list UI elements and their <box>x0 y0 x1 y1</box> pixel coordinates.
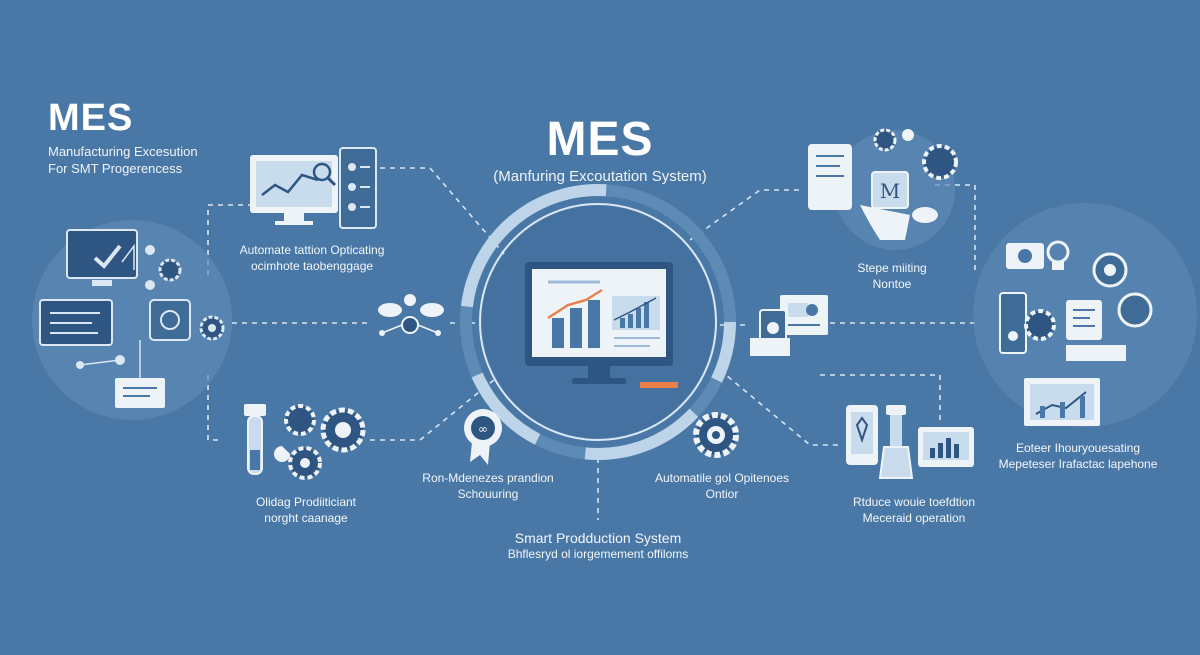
caption-bottom-center-right: Automatile gol Opitenoes Ontior <box>655 470 789 502</box>
connector-left-bottom <box>207 375 222 441</box>
caption-top-right-line1: Stepe miiting <box>857 261 927 275</box>
caption-bottom-left-line1: Olidag Prodiiticiant <box>255 495 357 509</box>
svg-text:M: M <box>880 179 900 203</box>
caption-top-left: Automate tattion Opticating ocimhote tao… <box>240 242 385 274</box>
cloud-network-icon <box>378 294 444 336</box>
caption-bottom-center-right-line1: Automatile gol Opitenoes <box>654 471 790 485</box>
caption-far-right-line2: Mepeteser Irafactac lapehone <box>998 457 1158 471</box>
brand-subtitle: Manufacturing Excesution For SMT Progere… <box>48 143 198 177</box>
top-right-node: M <box>808 128 958 250</box>
connector-topleft-center <box>380 167 506 256</box>
center-subtitle: (Manfuring Excoutation System) <box>493 168 707 185</box>
far-right-cluster <box>973 203 1197 427</box>
caption-far-right-line1: Eoteer Ihouryouesating <box>1015 441 1141 455</box>
caption-top-right-line2: Nontoe <box>872 277 912 291</box>
caption-top-right: Stepe miiting Nontoe <box>857 260 926 292</box>
connector-right-bottomright <box>820 374 941 420</box>
caption-bottom-center-left: Ron-Mdenezes prandion Schouuring <box>422 470 553 502</box>
caption-bottom-center-line2: Bhflesryd ol iorgemement offiloms <box>507 547 689 561</box>
caption-bottom-right-line2: Meceraid operation <box>862 511 966 525</box>
bottom-right-node <box>846 405 974 479</box>
caption-bottom-center: Smart Prodduction System Bhflesryd ol io… <box>508 530 689 562</box>
bottom-left-node <box>244 404 366 480</box>
connector-center-topright <box>689 189 800 241</box>
gear-icon <box>693 412 739 458</box>
caption-bottom-right-line1: Rtduce wouie toefdtion <box>852 495 976 509</box>
connector-bottomleft-center <box>370 374 501 441</box>
medal-icon: ∞ <box>464 409 502 465</box>
caption-top-left-line2: ocimhote taobenggage <box>250 259 374 273</box>
center-title: MES <box>546 113 654 166</box>
left-cluster <box>32 220 232 420</box>
caption-top-left-line1: Automate tattion Opticating <box>239 243 385 257</box>
caption-bottom-center-right-line2: Ontior <box>705 487 739 501</box>
connector-left-top <box>207 204 250 275</box>
center-ring <box>460 184 736 460</box>
brand-subtitle-line1: Manufacturing Excesution <box>48 144 198 159</box>
svg-text:∞: ∞ <box>478 422 488 436</box>
caption-bottom-center-line1: Smart Prodduction System <box>514 530 682 546</box>
caption-bottom-center-left-line1: Ron-Mdenezes prandion <box>422 471 554 485</box>
document-icon <box>750 295 828 356</box>
caption-bottom-left: Olidag Prodiiticiant norght caanage <box>256 494 356 526</box>
brand-subtitle-line2: For SMT Progerencess <box>48 161 183 176</box>
caption-bottom-left-line2: norght caanage <box>264 511 348 525</box>
caption-bottom-center-left-line2: Schouuring <box>457 487 519 501</box>
caption-bottom-right: Rtduce wouie toefdtion Meceraid operatio… <box>853 494 975 526</box>
connectors <box>207 167 976 520</box>
connector-center-bottomright <box>719 369 840 446</box>
top-left-node <box>250 147 377 229</box>
caption-far-right: Eoteer Ihouryouesating Mepeteser Irafact… <box>999 440 1158 472</box>
brand-title: MES <box>48 97 134 139</box>
